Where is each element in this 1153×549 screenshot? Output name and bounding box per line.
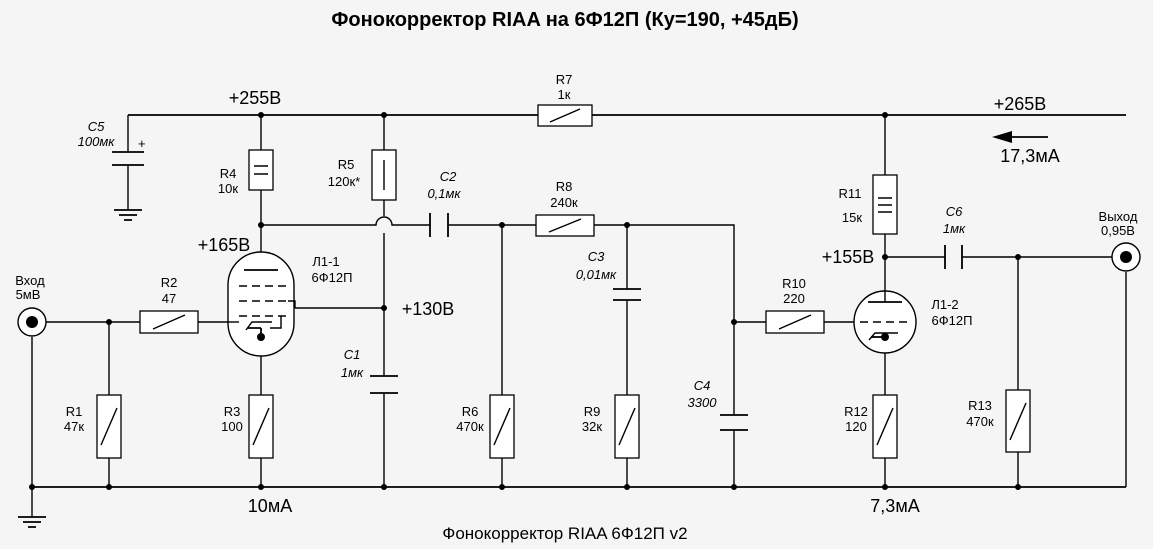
r12-ref: R12 [844, 404, 868, 419]
r12-value: 120 [845, 419, 867, 434]
tube-l1-1 [227, 251, 296, 357]
resistor-r4 [248, 149, 274, 191]
capacitor-c4 [720, 414, 748, 431]
node-anode1-voltage: +165В [198, 235, 251, 255]
r10-ref: R10 [782, 276, 806, 291]
resistor-r7 [537, 104, 593, 127]
capacitor-c6 [944, 245, 963, 269]
tube1-type: 6Ф12П [312, 270, 353, 285]
resistor-r5 [371, 149, 397, 201]
r8-value: 240к [550, 195, 578, 210]
supply-current: 17,3мА [1000, 146, 1059, 166]
wires [31, 114, 1127, 517]
r4-ref: R4 [220, 166, 237, 181]
r11-value: 15к [842, 210, 862, 225]
supply-voltage-left: +255В [229, 88, 282, 108]
resistor-r12 [872, 394, 898, 459]
c1-ref: C1 [344, 347, 361, 362]
resistor-r10 [765, 310, 825, 334]
node-bypass-voltage: +130В [402, 299, 455, 319]
capacitor-c3 [613, 288, 641, 301]
resistor-r2 [139, 310, 199, 334]
r9-value: 32к [582, 419, 602, 434]
capacitor-c2 [429, 213, 449, 237]
r10-value: 220 [783, 291, 805, 306]
c5-ref: C5 [88, 119, 105, 134]
r13-ref: R13 [968, 398, 992, 413]
tube2-current: 7,3мА [870, 496, 919, 516]
tube-l1-2 [853, 290, 917, 354]
c2-ref: C2 [440, 169, 457, 184]
c4-value: 3300 [688, 395, 718, 410]
r7-ref: R7 [556, 72, 573, 87]
r11-ref: R11 [839, 186, 862, 201]
ground-symbol-c5 [114, 209, 142, 221]
node-anode2-voltage: +155В [822, 247, 875, 267]
tube1-ref: Л1-1 [312, 254, 339, 269]
diagram-footer: Фонокорректор RIAA 6Ф12П v2 [442, 524, 687, 543]
tube2-type: 6Ф12П [932, 313, 973, 328]
c4-ref: C4 [694, 378, 711, 393]
resistor-r6 [489, 394, 515, 459]
supply-voltage-right: +265В [994, 94, 1047, 114]
resistor-r9 [614, 394, 640, 459]
r1-ref: R1 [66, 404, 83, 419]
junction-dots [29, 112, 1021, 490]
r7-value: 1к [558, 87, 571, 102]
tube2-ref: Л1-2 [931, 297, 958, 312]
r5-value: 120к* [328, 174, 360, 189]
resistor-r13 [1005, 389, 1031, 453]
capacitor-c1 [370, 375, 398, 394]
output-label: Выход [1099, 209, 1138, 224]
c6-value: 1мк [943, 221, 966, 236]
c5-value: 100мк [78, 134, 116, 149]
resistor-r1 [96, 394, 122, 459]
r6-value: 470к [456, 419, 484, 434]
svg-text:+: + [138, 136, 146, 151]
c1-value: 1мк [341, 365, 364, 380]
r1-value: 47к [64, 419, 84, 434]
ground-symbol-left [18, 516, 46, 528]
c3-value: 0,01мк [576, 267, 617, 282]
c3-ref: C3 [588, 249, 605, 264]
r3-value: 100 [221, 419, 243, 434]
capacitor-c5: + [112, 136, 146, 166]
r2-value: 47 [162, 291, 176, 306]
r8-ref: R8 [556, 179, 573, 194]
tube1-current: 10мА [248, 496, 292, 516]
r4-value: 10к [218, 181, 238, 196]
current-arrow-icon [992, 131, 1048, 143]
r3-ref: R3 [224, 404, 241, 419]
r13-value: 470к [966, 414, 994, 429]
input-label: Вход [15, 273, 45, 288]
resistor-r11 [872, 174, 898, 235]
diagram-title: Фонокорректор RIAA на 6Ф12П (Ку=190, +45… [331, 9, 798, 31]
output-level: 0,95В [1101, 223, 1135, 238]
r6-ref: R6 [462, 404, 479, 419]
resistor-r3 [248, 394, 274, 459]
c2-value: 0,1мк [427, 186, 461, 201]
c6-ref: C6 [946, 204, 963, 219]
r2-ref: R2 [161, 275, 178, 290]
input-jack [17, 307, 47, 337]
r9-ref: R9 [584, 404, 601, 419]
output-jack [1111, 242, 1141, 272]
input-level: 5мВ [16, 287, 41, 302]
r5-ref: R5 [338, 157, 355, 172]
resistor-r8 [535, 214, 595, 237]
